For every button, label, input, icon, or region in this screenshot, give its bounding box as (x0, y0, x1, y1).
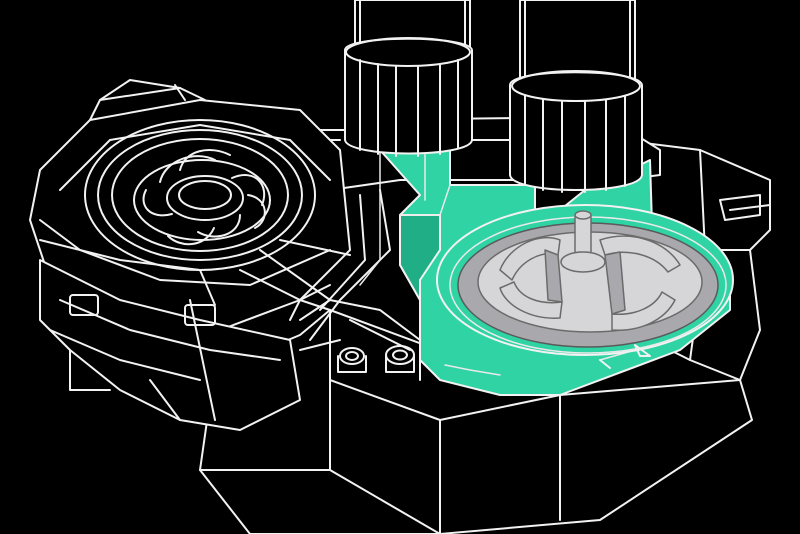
fan-rotor-icon (166, 175, 244, 221)
bolt-holes (337, 345, 415, 373)
outlet-tube (509, 0, 643, 193)
internal-channels (289, 189, 421, 381)
inlet-fitting-nut (344, 37, 473, 155)
hose-fitting-icon (344, 0, 643, 193)
pump-impeller-icon (477, 210, 703, 333)
fan-assembly (29, 79, 351, 431)
inlet-tube (344, 0, 473, 157)
fan-lower-frame (39, 259, 301, 431)
outlet-fitting-nut (509, 71, 643, 191)
